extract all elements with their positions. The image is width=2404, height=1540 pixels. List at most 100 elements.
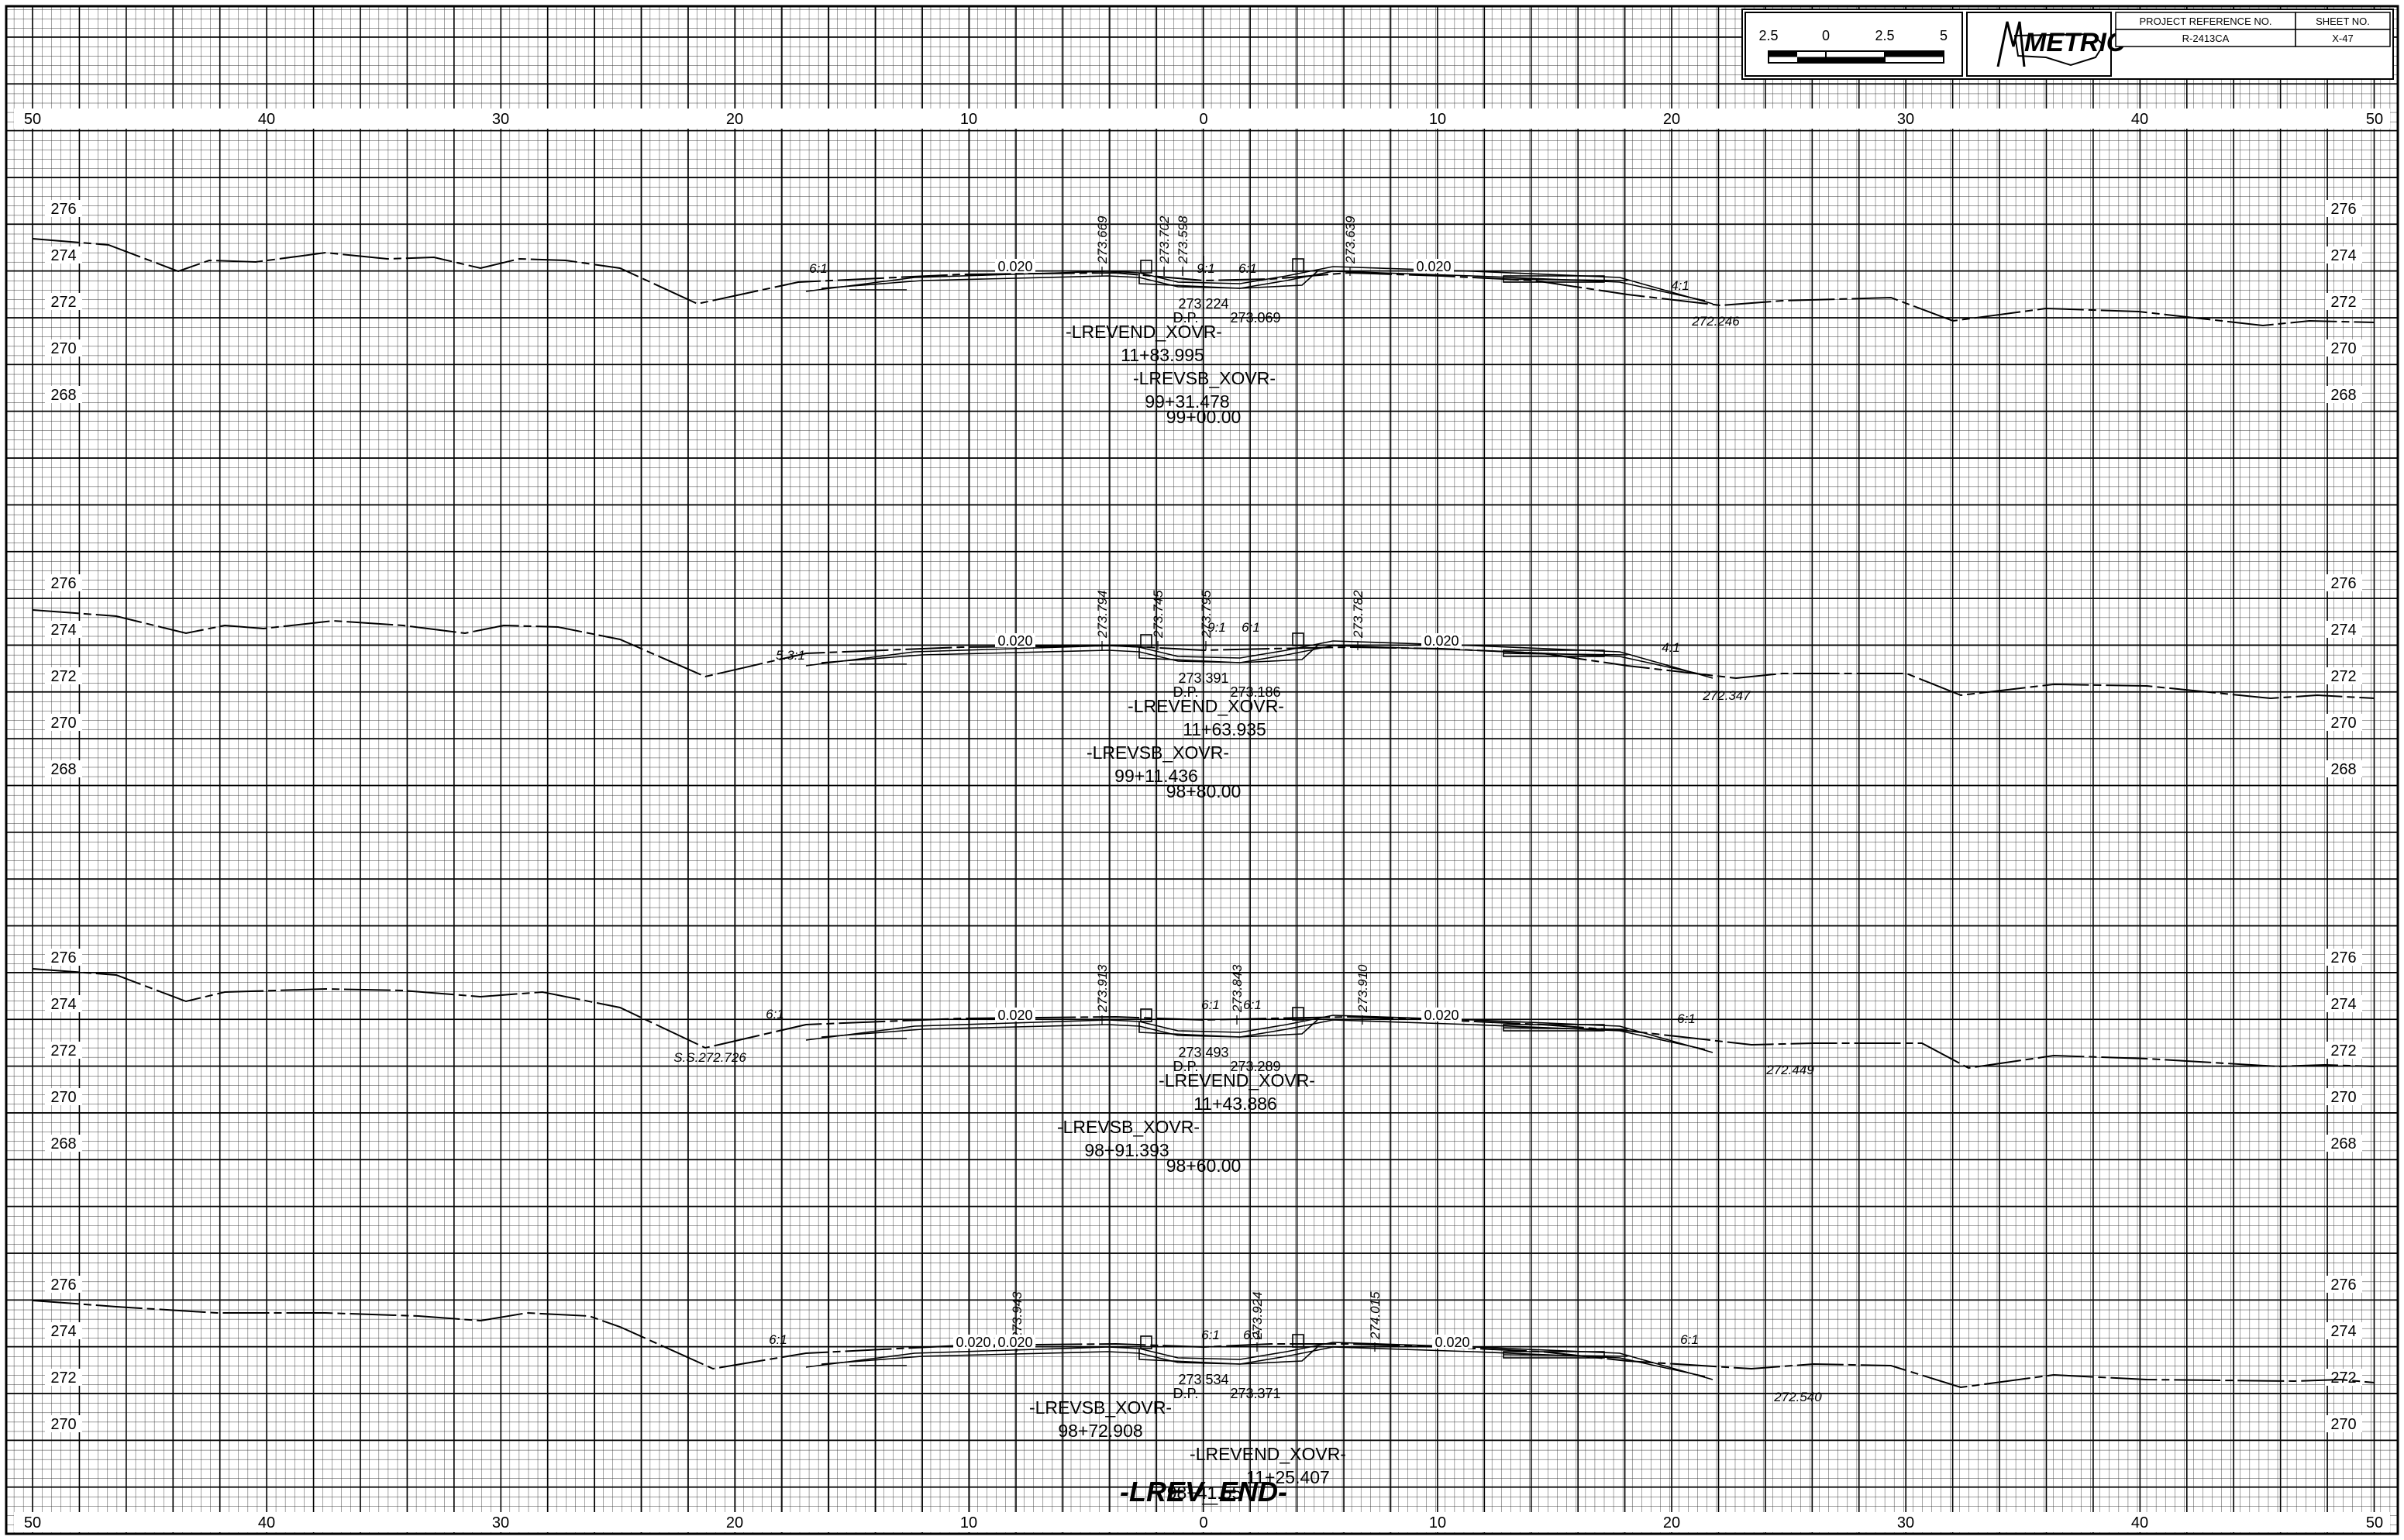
scale-bar: 2.5 0 2.5 5 <box>1758 28 1948 64</box>
x-label: 50 <box>2366 111 2383 128</box>
elevation-label-left: 272 <box>50 294 76 311</box>
proposed-template <box>805 1332 1713 1380</box>
grade-point-label: 273.745 <box>1151 590 1166 639</box>
station-2: 11+25.407 <box>1246 1467 1330 1487</box>
side-slope-label: 9:1 <box>1197 261 1215 276</box>
side-slope-label: 6:1 <box>1201 1328 1220 1342</box>
alignment-name-1: -LREVSB_XOVR- <box>1029 1397 1172 1418</box>
station-1: 98+72.908 <box>1058 1421 1142 1441</box>
x-label: 10 <box>1429 1514 1446 1531</box>
side-slope-label: 6:1 <box>1677 1011 1696 1026</box>
sheet-no-header: SHEET NO. <box>2316 16 2370 27</box>
scale-label: 2.5 <box>1758 28 1778 43</box>
alignment-name-1: -LREVEND_XOVR- <box>1066 322 1222 342</box>
elevation-label-left: 274 <box>50 996 76 1013</box>
x-label: 20 <box>1663 1514 1680 1531</box>
elevation-label-right: 272 <box>2330 294 2356 311</box>
side-slope-label: 4:1 <box>1662 640 1680 655</box>
elevation-label-right: 270 <box>2330 715 2356 732</box>
elevation-label-right: 270 <box>2330 1089 2356 1106</box>
grade-point-labels: 273.794 273.745 273.795 273.782 <box>1095 590 1366 650</box>
slope-label: 0.020 <box>1434 1335 1469 1350</box>
alignment-name-2: -LREVEND_XOVR- <box>1190 1444 1346 1464</box>
footer-title: -LREV_END- <box>1120 1476 1287 1507</box>
finished-grade: 273.534 <box>1178 1372 1228 1387</box>
x-label: 10 <box>960 1514 977 1531</box>
alignment-name-2: -LREVSB_XOVR- <box>1133 368 1276 388</box>
station-3: 99+00.00 <box>1166 407 1242 427</box>
slope-label: 0.020 <box>997 1335 1032 1350</box>
side-slope-label: 6:1 <box>769 1332 787 1347</box>
proposed-template <box>805 630 1713 679</box>
x-label: 40 <box>258 111 275 128</box>
x-label: 50 <box>2366 1514 2383 1531</box>
alignment-name-1: -LREVEND_XOVR- <box>1128 696 1284 716</box>
elevation-label-left: 274 <box>50 622 76 639</box>
slope-label: 0.020 <box>1424 1008 1459 1023</box>
grid <box>5 5 2399 1535</box>
station-1: 11+83.995 <box>1121 345 1204 365</box>
dp-label: D.P. <box>1173 310 1199 326</box>
x-label: 10 <box>1429 111 1446 128</box>
grade-point-label: 273.639 <box>1343 215 1358 264</box>
dp-value: 273.069 <box>1230 310 1280 326</box>
grade-point-label: 273.795 <box>1199 590 1214 639</box>
elevation-label-right: 276 <box>2330 1276 2356 1294</box>
existing-ground-line <box>32 609 2375 700</box>
station-annotations: 273.391D.P.273.186-LREVEND_XOVR-11+63.93… <box>1087 670 1284 801</box>
finished-grade: 273.391 <box>1178 670 1228 686</box>
elevation-label-right: 272 <box>2330 1042 2356 1059</box>
elevation-label-left: 270 <box>50 1416 76 1433</box>
elevation-label-left: 272 <box>50 1042 76 1059</box>
sheet-number: SHEET NO. X-47 <box>2295 12 2391 47</box>
finished-grade: 273.224 <box>1178 296 1228 312</box>
side-slope-label: 5.3:1 <box>776 648 805 663</box>
grade-point-label: 273.924 <box>1250 1292 1265 1340</box>
project-ref-value: R-2413CA <box>2182 33 2230 44</box>
proposed-template <box>805 256 1713 305</box>
grade-point-label: 274.015 <box>1368 1291 1383 1340</box>
side-slope-label: 9:1 <box>1207 620 1226 635</box>
finished-grade: 273.493 <box>1178 1045 1228 1060</box>
elevation-label-right: 274 <box>2330 996 2356 1013</box>
elevation-label-right: 274 <box>2330 622 2356 639</box>
alignment-name-1: -LREVEND_XOVR- <box>1159 1070 1315 1090</box>
elevation-label-right: 268 <box>2330 761 2356 778</box>
grade-point-label: 273.843 <box>1230 964 1245 1013</box>
elevation-label-right: 268 <box>2330 1135 2356 1152</box>
project-ref-header: PROJECT REFERENCE NO. <box>2140 16 2272 27</box>
elevation-label-left: 272 <box>50 668 76 685</box>
catch-point-label-left: S.S.272.726 <box>673 1050 746 1065</box>
dp-label: D.P. <box>1173 684 1199 700</box>
side-slope-label: 6:1 <box>1238 261 1257 276</box>
existing-ground-line <box>32 1300 2375 1389</box>
elevation-label-left: 274 <box>50 247 76 264</box>
existing-ground-line <box>32 238 2375 327</box>
x-axis-top: 50 40 30 20 10 0 10 20 30 40 50 <box>14 109 2390 129</box>
side-slope-label: 4:1 <box>1671 278 1689 293</box>
dp-value: 273.186 <box>1230 684 1280 700</box>
x-label: 0 <box>1199 111 1207 128</box>
catch-point-label: 272.246 <box>1691 314 1740 329</box>
side-slope-label: 6:1 <box>766 1007 784 1021</box>
metric-logo: METRIC <box>1966 12 2126 77</box>
catch-point-label: 272.449 <box>1765 1063 1814 1077</box>
grade-point-label: 273.794 <box>1095 591 1110 639</box>
catch-point-label: 272.540 <box>1773 1390 1822 1404</box>
slope-label: 0.020 <box>1416 259 1451 274</box>
grade-point-label: 273.702 <box>1157 215 1172 264</box>
grade-point-label: 273.782 <box>1351 590 1366 639</box>
elevation-label-right: 272 <box>2330 1369 2356 1387</box>
x-label: 40 <box>258 1514 275 1531</box>
